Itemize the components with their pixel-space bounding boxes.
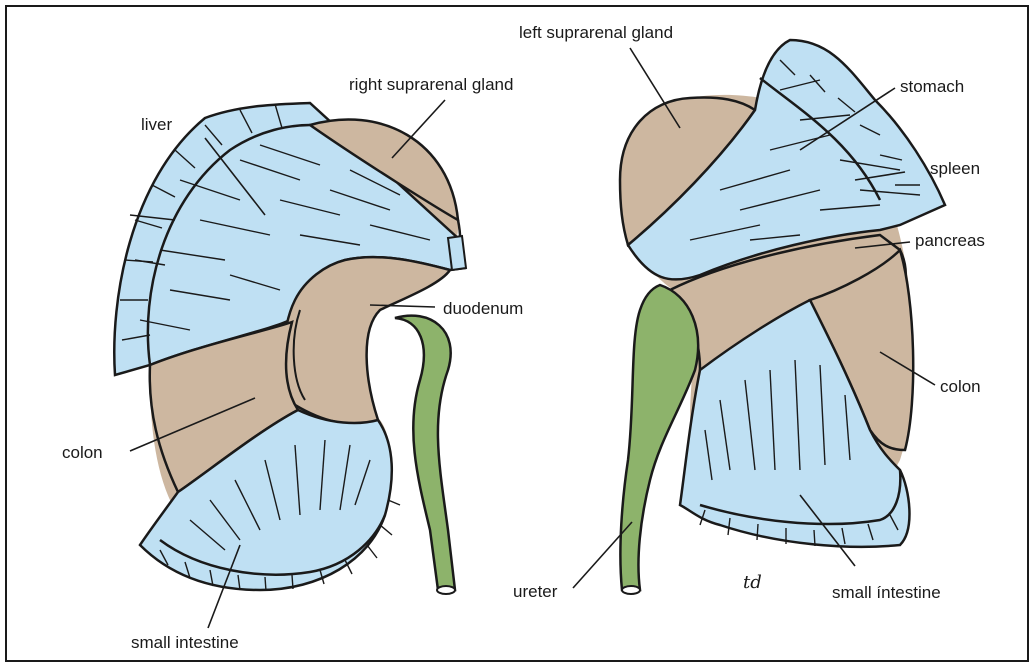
artist-signature: td [743,572,762,593]
label-liver: liver [141,115,173,134]
label-colon-right: colon [940,377,981,396]
label-pancreas: pancreas [915,231,985,250]
ureter-left-kidney [395,316,455,590]
label-colon-left: colon [62,443,103,462]
label-spleen: spleen [930,159,980,178]
label-ureter: ureter [513,582,558,601]
label-duodenum: duodenum [443,299,523,318]
right-kidney [114,103,466,594]
left-kidney [620,40,945,594]
label-stomach: stomach [900,77,964,96]
label-right-suprarenal-gland: right suprarenal gland [349,75,513,94]
label-small-intestine-left: small intestine [131,633,239,652]
label-left-suprarenal-gland: left suprarenal gland [519,23,673,42]
ureter-right-kidney [620,285,698,590]
label-small-intestine-right: small íntestine [832,583,941,602]
